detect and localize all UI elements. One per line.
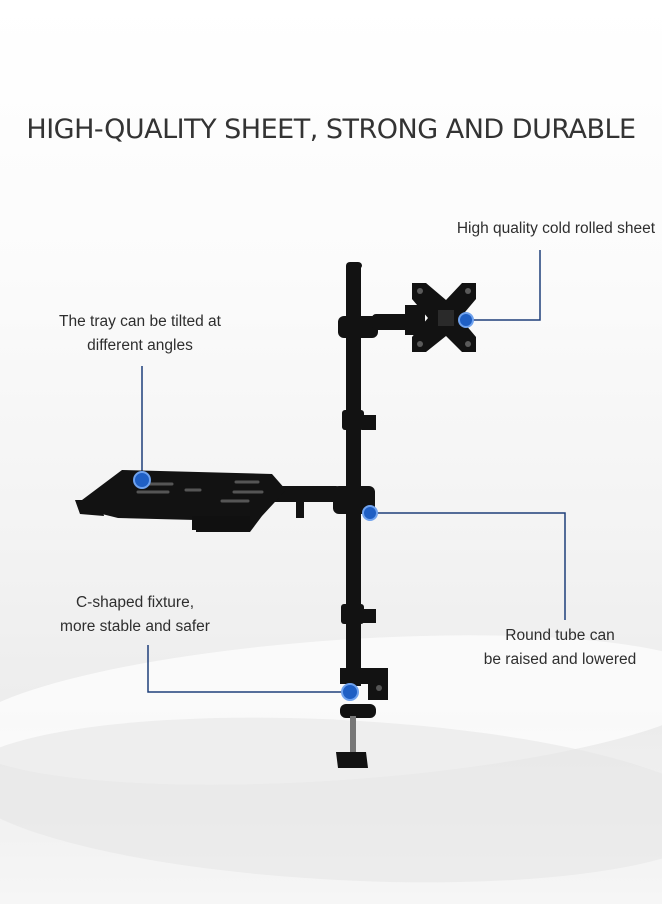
callout-tray-tilt: The tray can be tilted at different angl… (20, 310, 260, 358)
callout-c-fixture: C-shaped fixture, more stable and safer (30, 591, 240, 639)
leader-line-sheet (466, 250, 541, 321)
callout-text: High quality cold rolled sheet (456, 220, 655, 237)
laptop-tray (75, 470, 286, 532)
callout-text-line2: more stable and safer (60, 618, 210, 635)
marker-tube (362, 505, 378, 521)
callout-text-line2: be raised and lowered (483, 651, 637, 668)
marker-tray (133, 471, 151, 489)
tray-vent-slots (136, 480, 264, 503)
callout-text-line1: Round tube can (505, 627, 615, 644)
c-clamp (336, 668, 388, 768)
tray-arm (265, 486, 375, 518)
page-title: HIGH-QUALITY SHEET, STRONG AND DURABLE (26, 114, 636, 146)
callout-text-line1: The tray can be tilted at (59, 313, 221, 330)
mount-pole (341, 262, 376, 686)
marker-clamp (341, 683, 359, 701)
marker-sheet (458, 312, 474, 328)
callout-text-line1: C-shaped fixture, (75, 594, 195, 611)
callout-leader-lines (141, 250, 566, 693)
callout-text-line2: different angles (87, 337, 193, 354)
callout-round-tube: Round tube can be raised and lowered (450, 624, 662, 672)
vesa-plate (412, 283, 476, 352)
leader-line-tube (372, 512, 566, 620)
callout-markers (133, 312, 474, 701)
callout-cold-rolled-sheet: High quality cold rolled sheet (405, 217, 655, 241)
leader-line-clamp (147, 645, 348, 693)
